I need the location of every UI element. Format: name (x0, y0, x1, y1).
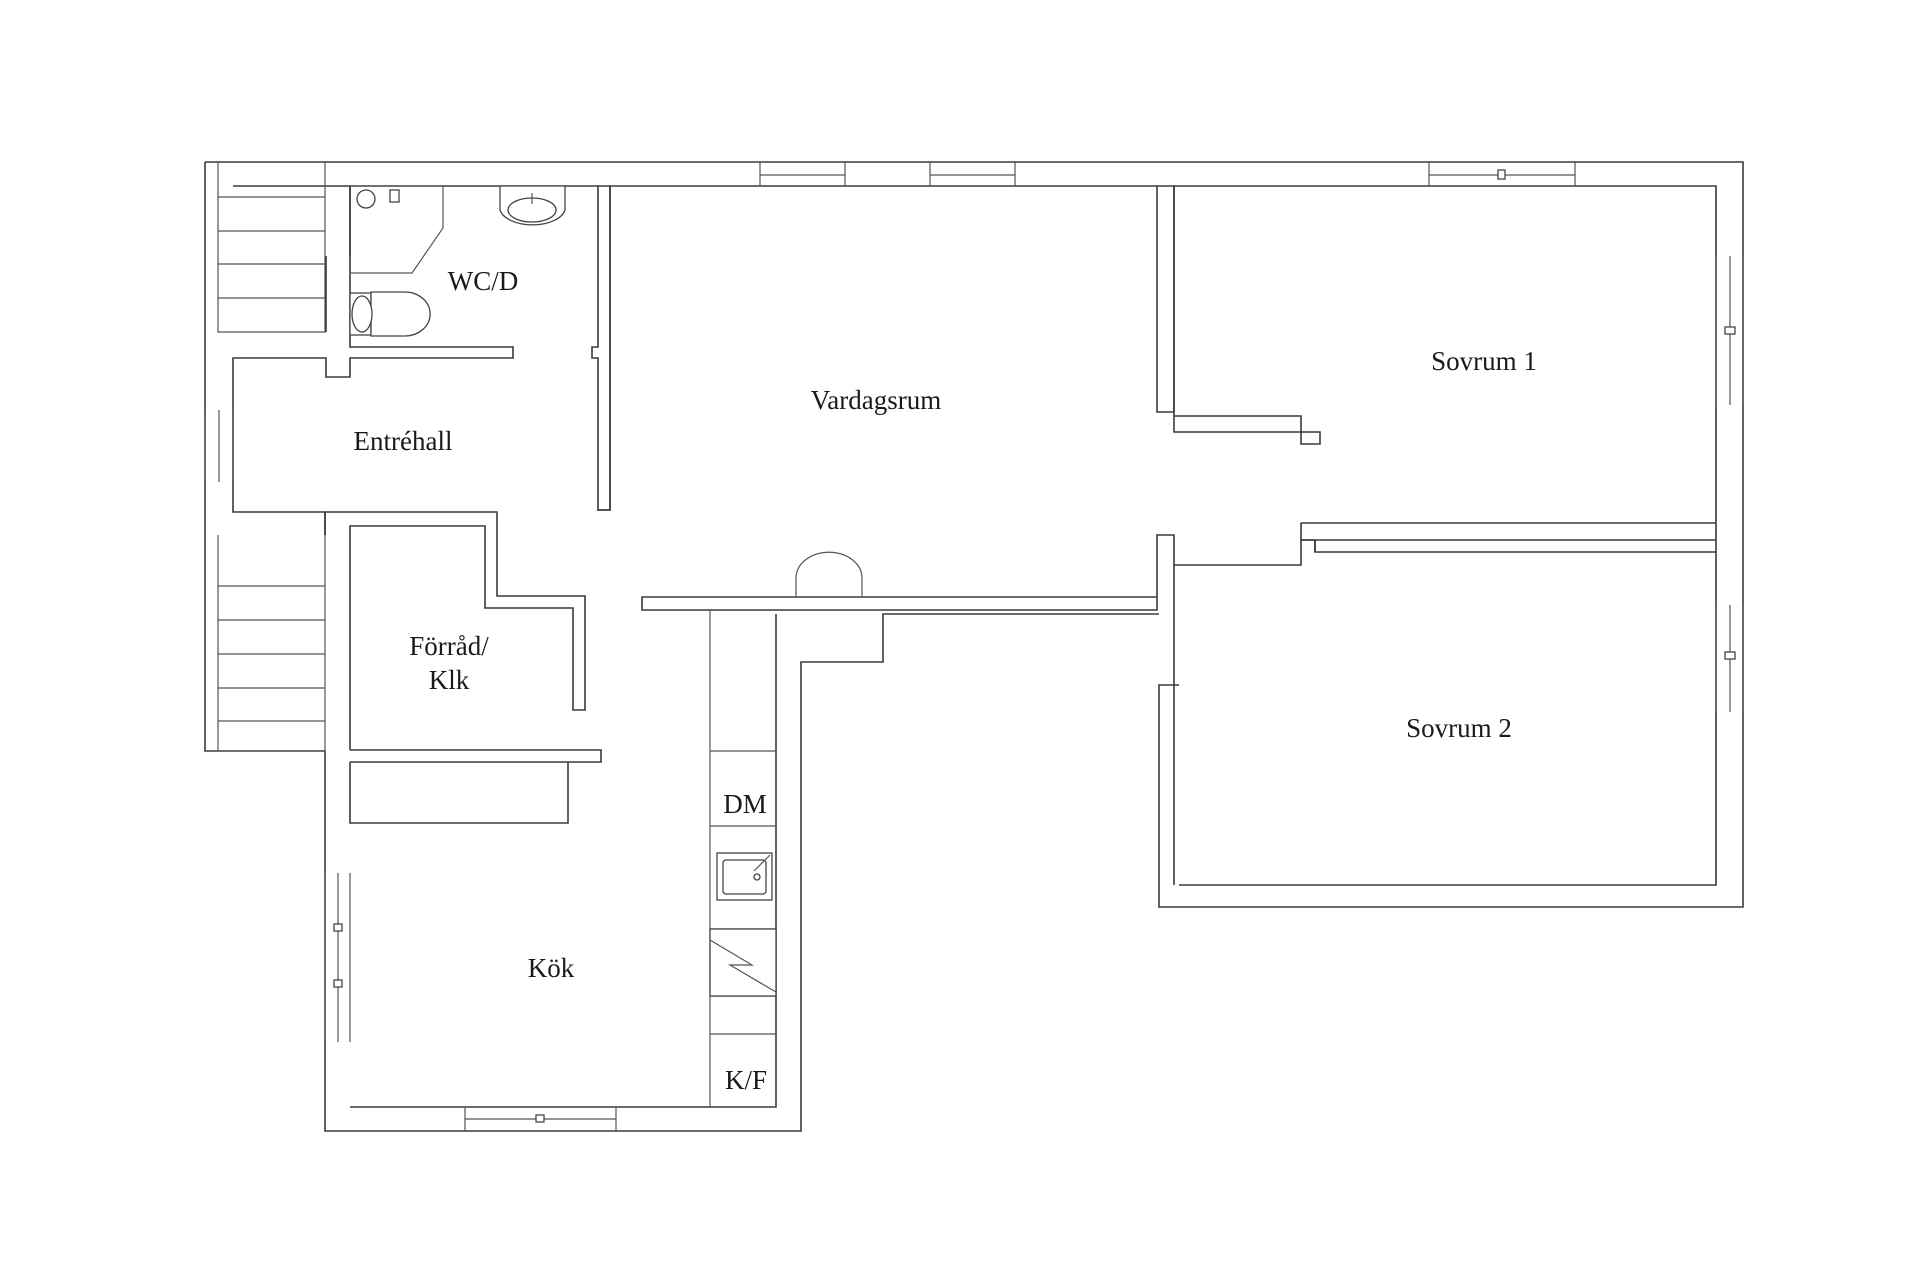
fridge-freezer-label: K/F (725, 1065, 767, 1095)
sovrum-divider (1173, 522, 1716, 885)
shower-tap-icon (389, 189, 400, 203)
wc-walls (232, 186, 611, 535)
kitchen-sink-icon (716, 852, 773, 901)
room-label-sovrum-2: Sovrum 2 (1406, 713, 1512, 743)
room-label-vardagsrum: Vardagsrum (811, 385, 941, 415)
stove-icon (709, 928, 777, 997)
room-label-entrehall: Entréhall (354, 426, 453, 456)
windows (204, 162, 1744, 1131)
room-label-wc: WC/D (448, 266, 519, 296)
room-label-forrad: Förråd/ (409, 631, 489, 661)
forrad-walls (324, 511, 602, 824)
room-label-sovrum-1: Sovrum 1 (1431, 346, 1537, 376)
shower-drain-icon (356, 189, 376, 209)
room-label-kok: Kök (528, 953, 575, 983)
washbasin-icon (499, 185, 566, 226)
stairs-lower (217, 535, 326, 752)
room-label-forrad-klk: Klk (429, 665, 470, 695)
toilet-icon (349, 291, 431, 337)
vardagsrum-walls (597, 186, 1716, 611)
shower (350, 185, 444, 274)
dishwasher-label: DM (723, 789, 767, 819)
stairs-upper (217, 162, 326, 333)
